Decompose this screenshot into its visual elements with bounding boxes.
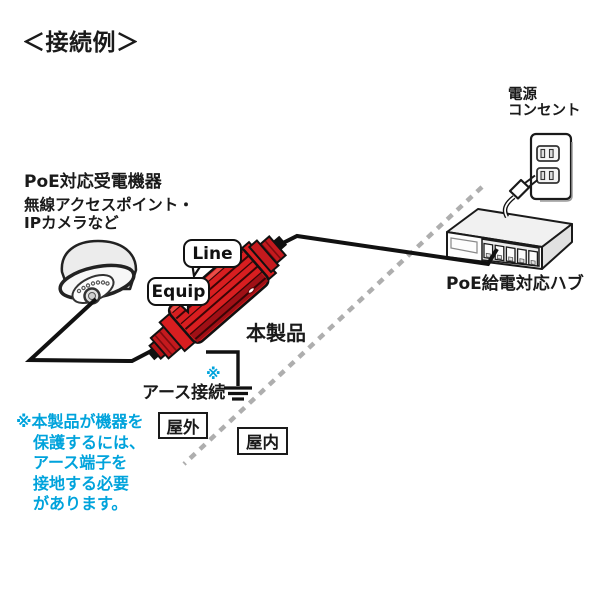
indoor-zone-label: 屋内 bbox=[246, 433, 279, 452]
equip-port-callout: Equip bbox=[147, 277, 210, 306]
equip-side-lan-cable bbox=[24, 297, 156, 364]
ground-connection-icon bbox=[206, 350, 252, 401]
product-label: 本製品 bbox=[246, 321, 306, 345]
dome-camera-icon bbox=[58, 239, 138, 305]
page-title: ＜接続例＞ bbox=[22, 30, 140, 56]
ground-label: アース接続 bbox=[142, 383, 226, 403]
outdoor-zone-label: 屋外 bbox=[166, 417, 200, 437]
camera-vent-dots bbox=[76, 280, 110, 294]
outlet-label: 電源 コンセント bbox=[508, 87, 581, 119]
power-plug-icon bbox=[502, 174, 539, 219]
footnote: ※本製品が機器を 保護するには、 アース端子を 接地する必要 があります。 bbox=[16, 412, 146, 513]
line-port-callout-label: Line bbox=[192, 243, 233, 264]
line-side-lan-cable bbox=[278, 233, 499, 267]
line-port-callout: Line bbox=[183, 239, 242, 268]
equip-port-callout-label: Equip bbox=[151, 281, 206, 302]
indoor-zone-box: 屋内 bbox=[237, 427, 288, 455]
outdoor-zone-box: 屋外 bbox=[158, 412, 208, 439]
indoor-outdoor-boundary-dashed-line bbox=[182, 185, 484, 466]
hub-rj45-ports bbox=[483, 242, 539, 267]
receiver-title: PoE対応受電機器 bbox=[24, 172, 162, 192]
ground-note-mark: ※ bbox=[206, 365, 221, 383]
receiver-subtitle: 無線アクセスポイント・ IPカメラなど bbox=[24, 196, 194, 232]
power-outlet-icon bbox=[529, 132, 573, 202]
hub-label: PoE給電対応ハブ bbox=[446, 274, 584, 294]
